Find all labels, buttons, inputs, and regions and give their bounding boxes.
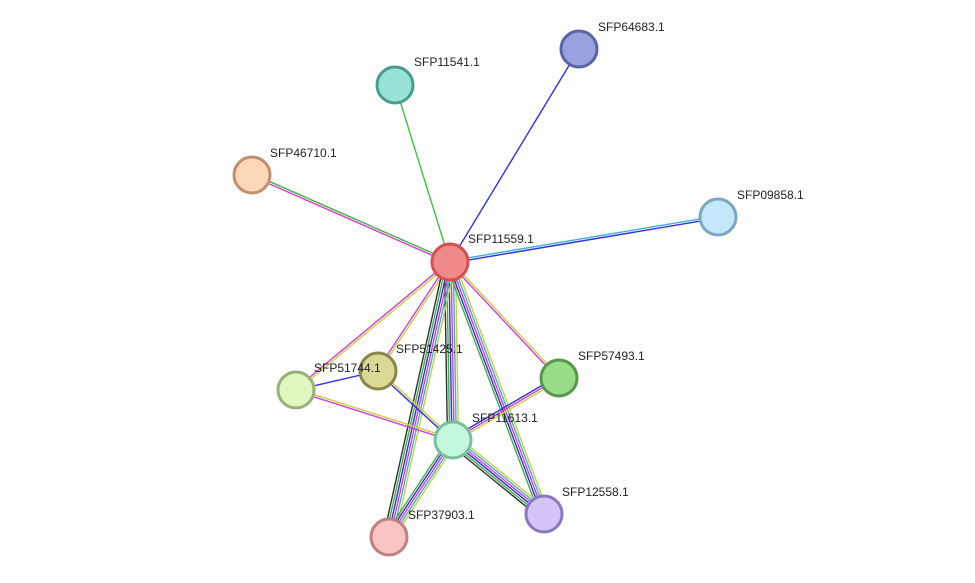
node-circle[interactable] bbox=[559, 29, 599, 69]
edge-SFP57493.1-SFP11613.1 bbox=[451, 375, 561, 443]
edge-evidence-line bbox=[296, 388, 454, 440]
edge-SFP11559.1-SFP37903.1 bbox=[382, 260, 457, 539]
node-label: SFP12558.1 bbox=[562, 485, 629, 499]
edge-evidence-line bbox=[376, 261, 450, 371]
edge-evidence-line bbox=[294, 260, 450, 390]
node-circle[interactable] bbox=[375, 65, 415, 105]
edge-evidence-line bbox=[385, 261, 448, 537]
edges-layer bbox=[251, 48, 719, 540]
node-SFP57493.1[interactable]: SFP57493.1 bbox=[539, 349, 645, 398]
edge-evidence-line bbox=[449, 48, 580, 263]
node-SFP51744.1[interactable]: SFP51744.1 bbox=[276, 361, 381, 410]
edge-evidence-line bbox=[450, 442, 543, 518]
edge-evidence-line bbox=[384, 437, 450, 535]
node-label: SFP11541.1 bbox=[414, 55, 480, 69]
edge-SFP11613.1-SFP12558.1 bbox=[449, 435, 548, 519]
node-label: SFP11613.1 bbox=[472, 411, 538, 425]
edge-evidence-line bbox=[450, 260, 561, 378]
node-SFP11613.1[interactable]: SFP11613.1 bbox=[433, 411, 538, 460]
node-circle[interactable] bbox=[524, 494, 564, 534]
node-label: SFP11559.1 bbox=[468, 232, 534, 246]
node-label: SFP51425.1 bbox=[396, 342, 463, 356]
edge-evidence-line bbox=[450, 261, 455, 440]
edge-evidence-line bbox=[450, 217, 719, 264]
edge-evidence-line bbox=[453, 260, 549, 513]
node-SFP12558.1[interactable]: SFP12558.1 bbox=[524, 485, 629, 534]
edge-evidence-line bbox=[454, 436, 547, 512]
node-circle[interactable] bbox=[430, 242, 470, 282]
node-label: SFP09858.1 bbox=[737, 188, 804, 202]
node-circle[interactable] bbox=[232, 155, 272, 195]
edge-SFP11559.1-SFP51744.1 bbox=[294, 260, 452, 392]
edge-evidence-line bbox=[453, 438, 546, 514]
node-SFP09858.1[interactable]: SFP09858.1 bbox=[698, 188, 804, 237]
node-SFP11559.1[interactable]: SFP11559.1 bbox=[430, 232, 534, 282]
edge-SFP11559.1-SFP12558.1 bbox=[445, 260, 549, 516]
edge-evidence-line bbox=[393, 263, 457, 539]
edge-evidence-line bbox=[252, 173, 451, 262]
edge-evidence-line bbox=[448, 262, 559, 380]
edge-evidence-line bbox=[451, 440, 544, 516]
edge-SFP11559.1-SFP64683.1 bbox=[449, 48, 580, 263]
node-circle[interactable] bbox=[539, 358, 579, 398]
nodes-layer: SFP11559.1 SFP64683.1SFP11541.1SFP46710.1… bbox=[232, 20, 804, 557]
node-SFP11541.1[interactable]: SFP11541.1 bbox=[375, 55, 480, 105]
edge-evidence-line bbox=[456, 435, 548, 511]
edge-evidence-line bbox=[449, 443, 541, 519]
edge-evidence-line bbox=[389, 262, 452, 538]
edge-evidence-line bbox=[295, 390, 453, 442]
edge-SFP11559.1-SFP57493.1 bbox=[448, 260, 561, 380]
edge-evidence-line bbox=[449, 215, 718, 262]
node-label: SFP57493.1 bbox=[578, 349, 645, 363]
edge-evidence-line bbox=[451, 260, 547, 514]
node-circle[interactable] bbox=[433, 420, 473, 460]
node-label: SFP37903.1 bbox=[408, 508, 475, 522]
edge-SFP51744.1-SFP11613.1 bbox=[295, 388, 454, 442]
edge-evidence-line bbox=[382, 260, 446, 536]
edge-evidence-line bbox=[451, 375, 559, 439]
node-SFP64683.1[interactable]: SFP64683.1 bbox=[559, 20, 665, 69]
edge-evidence-line bbox=[445, 263, 541, 516]
edge-evidence-line bbox=[378, 262, 452, 372]
edge-evidence-line bbox=[387, 261, 450, 537]
node-SFP37903.1[interactable]: SFP37903.1 bbox=[369, 508, 475, 557]
edge-evidence-line bbox=[296, 262, 452, 392]
edge-evidence-line bbox=[251, 175, 450, 264]
edge-evidence-line bbox=[449, 261, 545, 515]
node-circle[interactable] bbox=[698, 197, 738, 237]
edge-evidence-line bbox=[453, 379, 561, 443]
node-label: SFP46710.1 bbox=[270, 146, 337, 160]
edge-evidence-line bbox=[392, 442, 458, 540]
node-circle[interactable] bbox=[369, 517, 409, 557]
node-SFP51425.1[interactable]: SFP51425.1 bbox=[358, 342, 463, 391]
node-circle[interactable] bbox=[276, 370, 316, 410]
node-label: SFP64683.1 bbox=[598, 20, 665, 34]
edge-SFP11559.1-SFP11541.1 bbox=[394, 84, 451, 263]
edge-SFP11559.1-SFP09858.1 bbox=[449, 215, 719, 264]
node-label: SFP51744.1 bbox=[314, 361, 381, 375]
edge-evidence-line bbox=[452, 377, 560, 441]
node-SFP46710.1[interactable]: SFP46710.1 bbox=[232, 146, 337, 195]
edge-evidence-line bbox=[447, 262, 543, 516]
node-circle[interactable] bbox=[358, 351, 398, 391]
edge-evidence-line bbox=[452, 261, 457, 440]
edge-SFP11559.1-SFP51425.1 bbox=[376, 261, 452, 372]
edge-SFP11559.1-SFP46710.1 bbox=[251, 173, 451, 264]
edge-evidence-line bbox=[394, 84, 451, 263]
edge-evidence-line bbox=[391, 262, 454, 538]
